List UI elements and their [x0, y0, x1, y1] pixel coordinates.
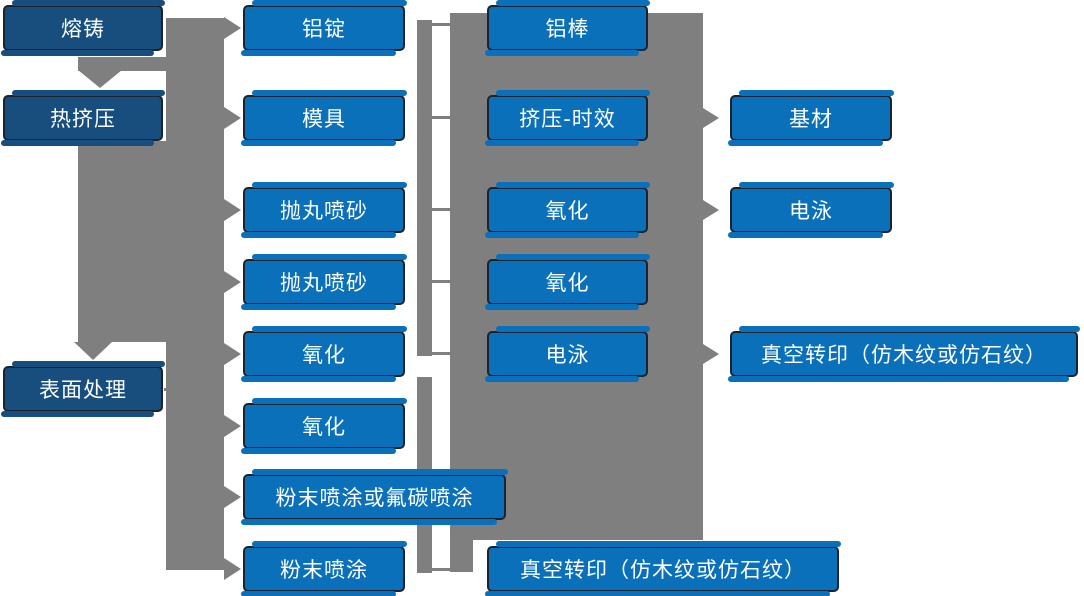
node-surface-treatment: 表面处理 — [1, 361, 165, 417]
connector-col2-bar-top — [417, 20, 432, 356]
connector-gap-line-5 — [417, 352, 450, 355]
arrowhead-to-vacuum-transfer-2-icon — [703, 344, 719, 364]
node-aluminum-ingot: 铝锭 — [241, 0, 407, 56]
node-oxidation-3: 氧化 — [485, 182, 650, 238]
arrowhead-down-to-surface-treatment-icon — [74, 342, 112, 360]
connector-gap-line-3 — [417, 208, 450, 211]
connector-stage-band — [78, 57, 166, 71]
node-mold: 模具 — [241, 90, 407, 146]
arrowhead-to-shot-blasting-2-icon — [224, 271, 241, 293]
node-melting: 熔铸 — [1, 0, 165, 56]
node-aluminum-rod: 铝棒 — [485, 0, 650, 56]
node-oxidation-4: 氧化 — [485, 254, 650, 310]
node-shot-blasting-2: 抛丸喷砂 — [241, 254, 407, 310]
node-shot-blasting-1: 抛丸喷砂 — [241, 182, 407, 238]
node-vacuum-transfer-1: 真空转印（仿木纹或仿石纹） — [485, 541, 841, 596]
arrowhead-to-mold-icon — [224, 107, 241, 129]
connector-col3-panel-leg — [450, 540, 473, 572]
arrowhead-to-aluminum-ingot-icon — [224, 17, 241, 39]
connector-gap-line-2 — [417, 116, 450, 119]
node-electrophoresis-1: 电泳 — [485, 326, 650, 382]
node-electrophoresis-2: 电泳 — [728, 182, 894, 238]
arrowhead-to-electrophoresis-2-icon — [703, 200, 719, 220]
node-extrusion-aging: 挤压-时效 — [485, 90, 650, 146]
arrowhead-to-shot-blasting-1-icon — [224, 199, 241, 221]
node-powder-coating: 粉末喷涂 — [241, 541, 407, 596]
node-oxidation-1: 氧化 — [241, 326, 407, 382]
arrowhead-to-powder-or-fluorocarbon-icon — [224, 486, 241, 508]
arrowhead-to-base-material-icon — [703, 108, 719, 128]
connector-gap-line-1 — [417, 23, 450, 26]
connector-branch-band — [166, 18, 224, 570]
node-vacuum-transfer-2: 真空转印（仿木纹或仿石纹） — [728, 326, 1080, 382]
connector-gap-line-4 — [417, 280, 450, 283]
node-oxidation-2: 氧化 — [241, 398, 407, 454]
arrowhead-to-oxidation-2-icon — [224, 415, 241, 437]
arrowhead-to-powder-coating-icon — [224, 558, 241, 580]
node-hot-extrusion: 热挤压 — [1, 90, 165, 146]
arrowhead-to-oxidation-1-icon — [224, 343, 241, 365]
connector-gap-line-6 — [417, 568, 450, 571]
node-base-material: 基材 — [728, 90, 894, 146]
arrowhead-down-to-hot-extrusion-icon — [78, 70, 122, 88]
node-powder-or-fluorocarbon-coating: 粉末喷涂或氟碳喷涂 — [241, 469, 508, 525]
